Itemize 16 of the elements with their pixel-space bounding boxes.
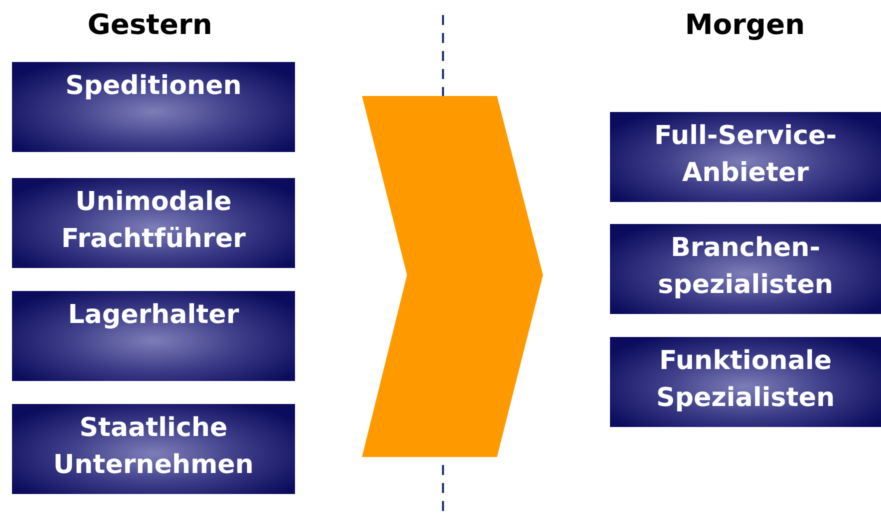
process-box bbox=[610, 112, 881, 202]
column-heading: Morgen bbox=[685, 8, 805, 41]
process-box bbox=[12, 62, 295, 152]
box-label: Full-Service-Anbieter bbox=[653, 120, 838, 190]
box-label: Unimodale Frachtführer bbox=[60, 186, 247, 256]
box-label: Staatliche Unternehmen bbox=[52, 412, 255, 482]
process-box bbox=[610, 224, 881, 314]
process-box bbox=[610, 337, 881, 427]
box-label: Branchen-spezialisten bbox=[656, 232, 834, 302]
process-box bbox=[12, 291, 295, 381]
process-box bbox=[12, 404, 295, 494]
box-label: Speditionen bbox=[65, 70, 242, 103]
box-label: Lagerhalter bbox=[68, 299, 240, 332]
column-heading: Gestern bbox=[88, 8, 212, 41]
process-box bbox=[12, 178, 295, 268]
box-label: Funktionale Spezialisten bbox=[655, 345, 836, 415]
